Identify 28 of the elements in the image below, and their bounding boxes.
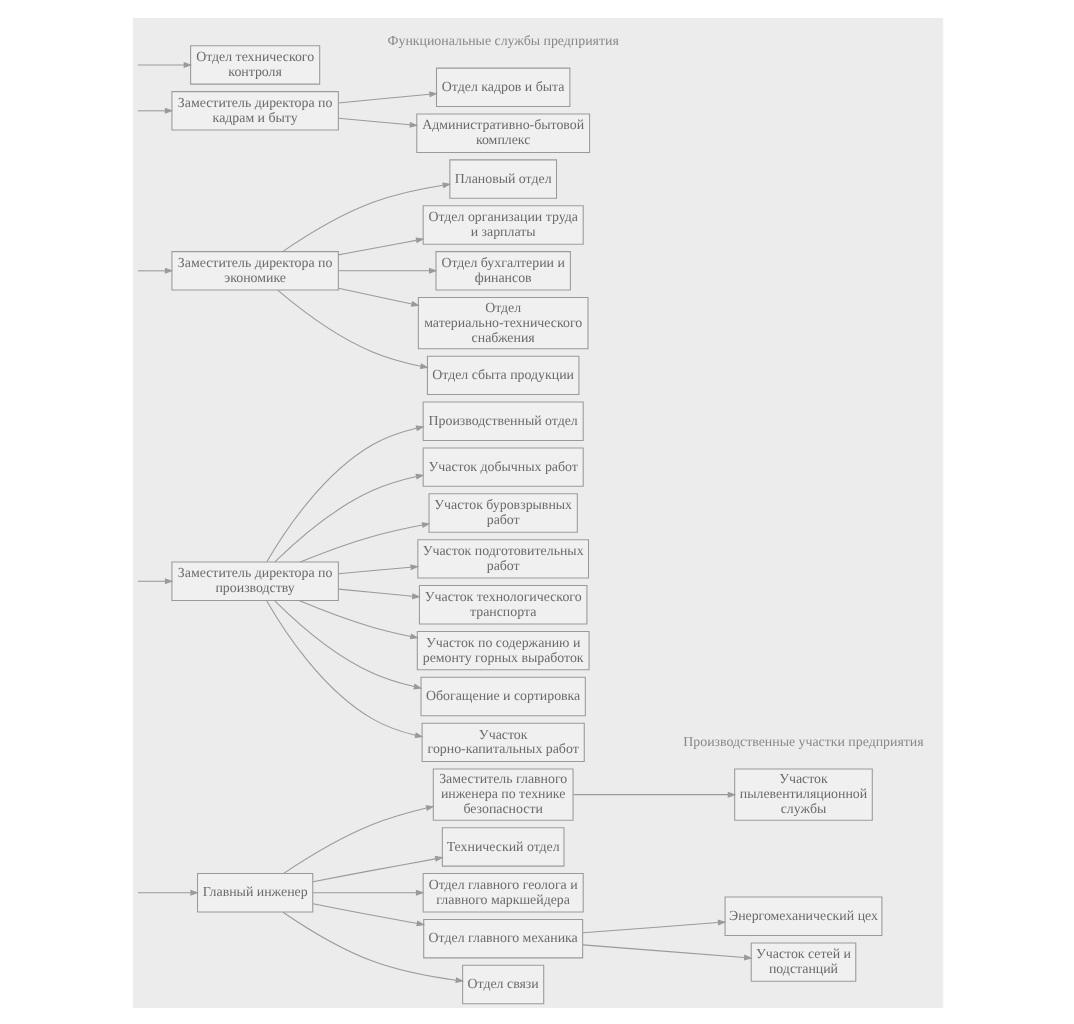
arrow xyxy=(265,424,424,562)
arrow xyxy=(336,116,418,127)
arrow xyxy=(273,472,424,562)
arrow xyxy=(136,106,173,113)
arrow xyxy=(276,288,428,369)
arrow xyxy=(298,521,430,562)
arrow xyxy=(571,790,736,797)
arrow xyxy=(336,266,437,273)
arrow xyxy=(273,599,422,689)
arrow xyxy=(336,563,419,574)
arrow xyxy=(581,943,752,960)
arrow xyxy=(281,181,451,251)
arrow xyxy=(136,60,192,67)
arrow xyxy=(281,910,464,983)
arrow xyxy=(136,266,173,273)
arrow xyxy=(336,90,437,103)
arrow xyxy=(297,599,418,639)
arrow xyxy=(282,804,434,873)
arrow xyxy=(311,888,424,895)
arrow xyxy=(136,888,198,895)
arrow xyxy=(336,286,419,306)
arrow xyxy=(581,918,726,933)
arrow xyxy=(136,577,173,584)
arrow xyxy=(311,854,443,882)
arrow xyxy=(311,902,425,926)
arrow xyxy=(336,236,424,255)
arrow xyxy=(265,599,423,738)
arrow xyxy=(336,587,420,599)
